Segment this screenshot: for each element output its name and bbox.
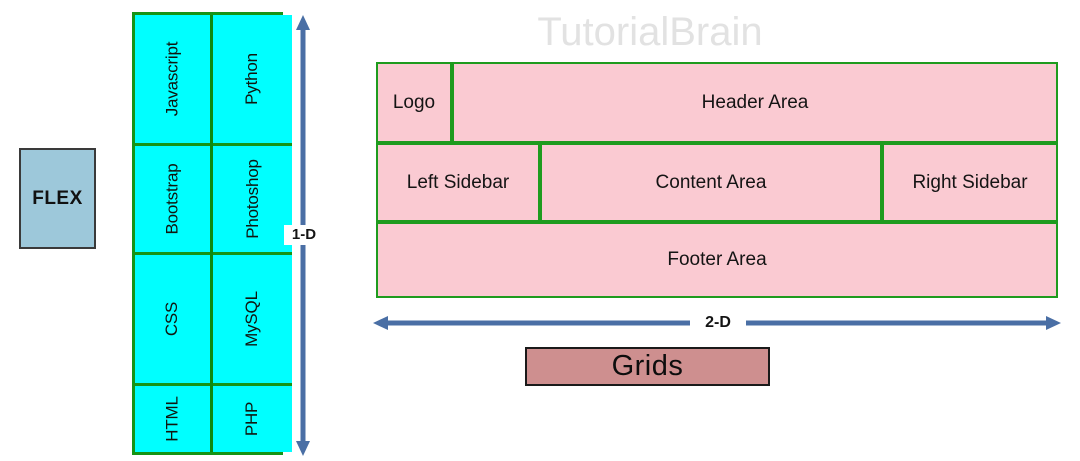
tutorialbrain-watermark: TutorialBrain — [537, 10, 763, 54]
grid-cell-footer-area: Footer Area — [376, 222, 1058, 298]
flex-item-photoshop: Photoshop — [212, 146, 293, 256]
flex-container: Javascript Bootstrap CSS HTML Python Pho… — [132, 12, 293, 455]
one-dimension-label: 1-D — [284, 225, 324, 245]
flex-item-label: Javascript — [162, 41, 182, 117]
flex-item-mysql: MySQL — [212, 255, 293, 387]
grid-cell-content-area: Content Area — [540, 143, 882, 222]
flex-item-javascript: Javascript — [135, 15, 210, 147]
flex-item-bootstrap: Bootstrap — [135, 146, 210, 256]
grids-label-box: Grids — [525, 347, 770, 386]
grid-cell-header-area: Header Area — [452, 62, 1058, 143]
flex-label-box: FLEX — [19, 148, 96, 249]
flex-item-label: Bootstrap — [162, 163, 182, 235]
flex-item-label: MySQL — [242, 291, 262, 348]
grid-cell-left-sidebar: Left Sidebar — [376, 143, 540, 222]
flex-item-python: Python — [212, 15, 293, 147]
flex-item-label: Python — [242, 53, 262, 105]
flex-item-label: PHP — [242, 402, 262, 437]
flex-label-text: FLEX — [32, 187, 83, 209]
flex-column-2: Python Photoshop MySQL PHP — [212, 15, 293, 452]
grid-row-header: Logo Header Area — [376, 62, 1058, 143]
flex-item-css: CSS — [135, 255, 210, 387]
grid-cell-right-sidebar: Right Sidebar — [882, 143, 1058, 222]
grid-row-footer: Footer Area — [376, 222, 1058, 298]
grid-row-body: Left Sidebar Content Area Right Sidebar — [376, 143, 1058, 222]
flex-item-label: Photoshop — [242, 159, 262, 239]
grids-label-text: Grids — [611, 350, 684, 382]
grid-container: Logo Header Area Left Sidebar Content Ar… — [376, 62, 1058, 298]
flex-item-label: HTML — [162, 396, 182, 442]
flex-column-1: Javascript Bootstrap CSS HTML — [135, 15, 213, 452]
two-dimension-label: 2-D — [690, 312, 746, 334]
grid-cell-logo: Logo — [376, 62, 452, 143]
flex-item-label: CSS — [162, 302, 182, 337]
flex-item-php: PHP — [212, 386, 293, 452]
flex-item-html: HTML — [135, 386, 210, 452]
